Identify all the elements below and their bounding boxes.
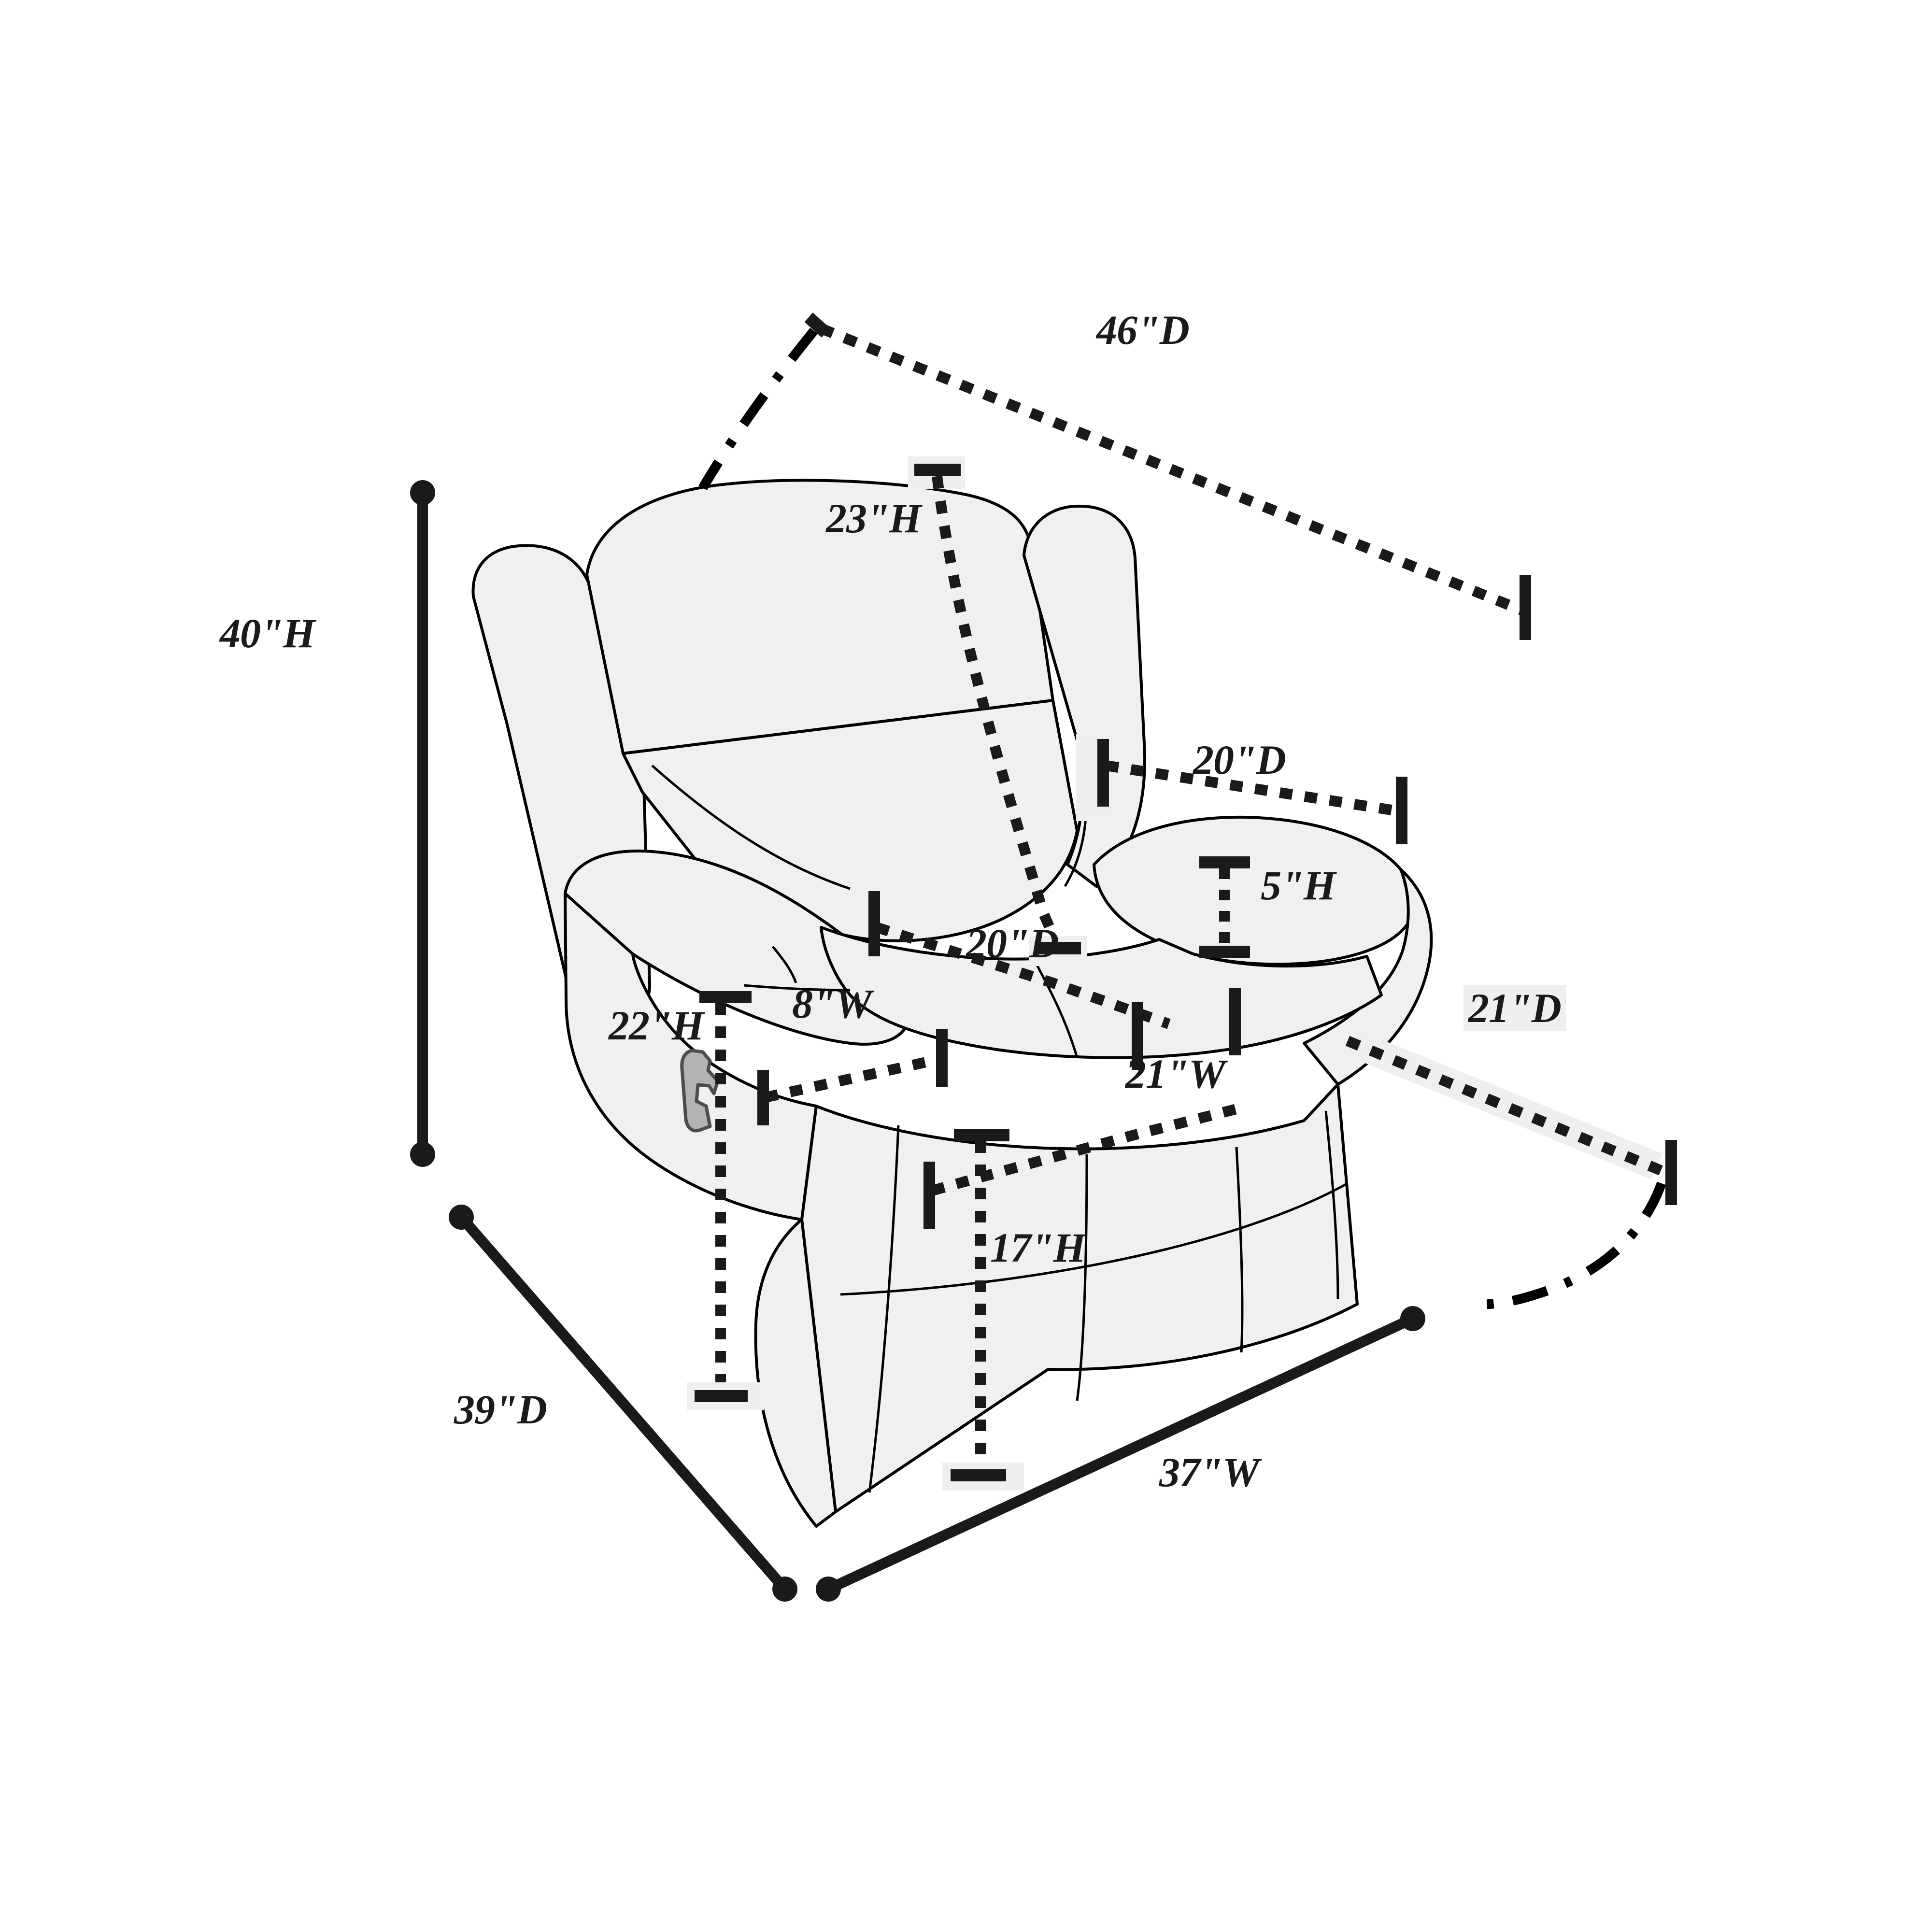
backrest-seam-diagonal [651, 765, 851, 890]
width-dimension-line [823, 1313, 1418, 1594]
arm-width-8-group [757, 1029, 948, 1125]
seat-height-17-group [942, 1129, 1024, 1491]
tick-22h-bottom [695, 1390, 748, 1402]
base-band-seam [840, 1182, 1349, 1296]
tick-23h-bottom [1035, 942, 1081, 954]
base-seam-4 [1324, 1110, 1339, 1300]
dimension-label-seat-depth: 20"D [966, 920, 1059, 966]
tick-46d-end [1520, 575, 1531, 640]
tick-21w-mid [1229, 988, 1241, 1055]
tick-22h-top [699, 991, 752, 1003]
dimension-label-back-height: 23"H [826, 495, 922, 541]
base-seam-3 [1235, 1147, 1244, 1353]
depth-dimension-line [456, 1212, 790, 1594]
dot-width-right [1400, 1306, 1425, 1331]
seat-width-21-group [923, 988, 1241, 1229]
arm-height-22-group [687, 991, 764, 1410]
dimension-label-seat-width: 21"W [1125, 1051, 1225, 1097]
dot-depth-bottom [772, 1577, 797, 1602]
cushion-height-5-group [1199, 856, 1250, 958]
chair-backrest-top [585, 479, 1054, 755]
tick-20d-right [1396, 777, 1407, 844]
dimension-endpoint-dots [410, 480, 1425, 1602]
tick-17h-top [954, 1129, 1009, 1141]
dot-height-bottom [410, 1142, 435, 1167]
tick-21w-right [1132, 1002, 1143, 1070]
recline-arc-back [698, 327, 818, 491]
arm-front-detail-seam [743, 984, 851, 992]
dimension-label-arm-height: 22"H [609, 1002, 704, 1049]
footrest-depth-dotted-line [1345, 1036, 1671, 1179]
chair-right-back-panel [1023, 504, 1147, 888]
tick-5h-top [1199, 856, 1250, 868]
dot-height-top [410, 480, 435, 505]
tick-21d-end [1665, 1140, 1677, 1205]
base-seam-1 [868, 1125, 900, 1493]
dot-depth-top [449, 1205, 474, 1230]
back-height-23-group [908, 456, 1087, 966]
dimension-label-seat-height: 17"H [990, 1224, 1086, 1271]
seat-width-dotted-line [931, 1104, 1238, 1196]
dimension-label-footrest-depth: 21"D [1463, 985, 1566, 1031]
dimension-label-overall-height: 40"H [220, 610, 315, 656]
tick-21w-left [923, 1162, 935, 1229]
reclined-depth-dotted-line [819, 323, 1526, 616]
arm-width-dotted-line [764, 1054, 941, 1103]
tick-8w-right [936, 1029, 948, 1087]
reclined-depth-46-group [698, 313, 1531, 640]
tick-17h-bottom [951, 1469, 1006, 1481]
seat-depth-20-group [868, 891, 1171, 1029]
seat-cushion-seam [1032, 958, 1079, 1058]
chair-right-armrest [1093, 815, 1416, 966]
dimension-label-arm-depth: 20"D [1193, 737, 1286, 783]
tick-20d-left [1097, 739, 1109, 807]
dimension-label-overall-width: 37"W [1159, 1449, 1259, 1495]
arm-top-detail-seam [772, 946, 797, 983]
seat-depth-dotted-line [875, 922, 1171, 1029]
base-seam-2 [1076, 1154, 1088, 1401]
recline-arc-front [1477, 1181, 1666, 1309]
dot-width-left [816, 1577, 841, 1602]
footrest-depth-21-group [1342, 1028, 1677, 1309]
arm-depth-20-group [1076, 734, 1407, 844]
dimension-label-reclined-depth: 46"D [1096, 307, 1190, 353]
chair-front-left-face [754, 1218, 837, 1528]
overall-dimension-lines [417, 487, 1418, 1594]
back-height-dotted-line [932, 475, 1062, 947]
tick-5h-bottom [1199, 946, 1250, 958]
tick-23h-top [914, 464, 961, 476]
tick-46d-start [804, 313, 830, 338]
dimension-label-overall-depth: 39"D [454, 1386, 547, 1433]
recline-lever-handle[interactable] [680, 1049, 720, 1133]
dimension-label-arm-width: 8"W [792, 980, 872, 1027]
dimension-label-cushion-height: 5"H [1261, 862, 1336, 909]
